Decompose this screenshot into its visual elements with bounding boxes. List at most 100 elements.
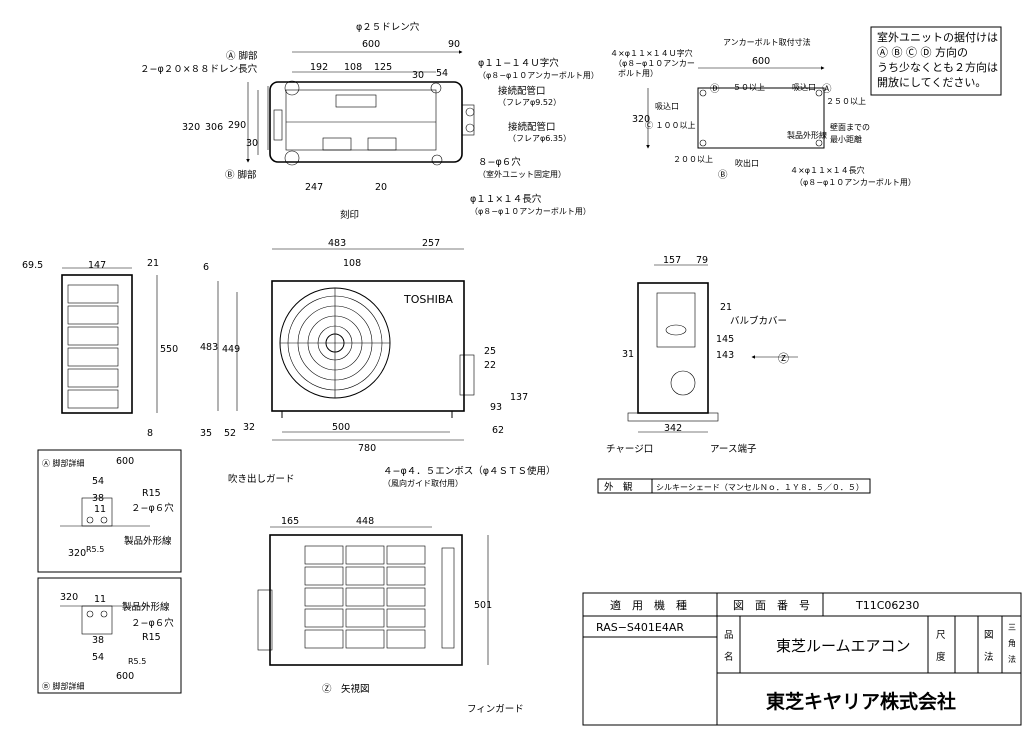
anchor-dir-d: Ⓓ <box>710 84 720 95</box>
label-earth: アース端子 <box>710 443 757 455</box>
label-pipe1: 接続配管口 <box>498 85 546 97</box>
dim-front-25: 25 <box>484 346 496 357</box>
detail-b-outline: 製品外形線 <box>122 601 170 613</box>
tb-name-header-2: 名 <box>724 651 734 663</box>
rear-view <box>257 526 489 666</box>
label-drain-long: ２−φ２０×８８ドレン長穴 <box>140 63 258 75</box>
detail-b-600: 600 <box>116 671 134 682</box>
label-hole6-sub: （室外ユニット固定用） <box>478 169 566 179</box>
detail-b-r15: R15 <box>142 632 161 643</box>
anchor-dir-a: Ⓐ <box>822 84 832 95</box>
dim-top-290: 290 <box>228 120 246 131</box>
tb-product-name: 東芝ルームエアコン <box>776 637 911 655</box>
tb-model-header: 適 用 機 種 <box>610 598 687 612</box>
dim-rear-165: 165 <box>281 516 299 527</box>
dim-rear-448: 448 <box>356 516 374 527</box>
label-pipe2-sub: （フレアφ6.35） <box>508 134 571 143</box>
dim-right-79: 79 <box>696 255 708 266</box>
dim-top-54: 54 <box>436 68 448 79</box>
tb-model: RAS−S401E4AR <box>596 621 684 634</box>
tb-drawing-number: T11C06230 <box>855 599 919 612</box>
detail-a-38: 38 <box>92 493 104 504</box>
label-pipe1-sub: （フレアφ9.52） <box>498 98 561 107</box>
exterior-spec <box>597 478 871 494</box>
detail-a-54: 54 <box>92 476 104 487</box>
anchor-outlet: 吹出口 <box>735 158 759 168</box>
detail-b-title: Ⓑ 脚部詳細 <box>42 681 85 691</box>
anchor-inlet1: 吸込口 <box>792 83 816 92</box>
dim-top-125: 125 <box>374 62 392 73</box>
anchor-dim-600: 600 <box>752 56 770 67</box>
detail-b-54: 54 <box>92 652 104 663</box>
anchor-dir-b: Ⓑ <box>718 170 728 181</box>
detail-b-r55: R5.5 <box>128 657 146 666</box>
dim-top-30b: 30 <box>246 138 258 149</box>
right-side-view <box>627 264 719 433</box>
dim-front-35: 35 <box>200 428 212 439</box>
exterior-value: シルキーシェード（マンセルＮｏ．１Ｙ８．５／０．５） <box>656 483 864 492</box>
front-brand: TOSHIBA <box>403 293 453 306</box>
anchor-title: アンカーボルト取付寸法 <box>723 37 811 47</box>
label-hole6: ８−φ６穴 <box>478 156 521 168</box>
anchor-long2: （φ８−φ１０アンカーボルト用） <box>795 178 916 187</box>
dim-top-108: 108 <box>344 62 362 73</box>
label-charge: チャージ口 <box>606 444 653 455</box>
installation-note-box: 室外ユニットの据付けは Ⓐ Ⓑ Ⓒ Ⓓ 方向の うち少なくとも２方向は 開放にし… <box>870 26 1002 96</box>
anchor-u3: ボルト用） <box>618 69 658 78</box>
detail-b-holes: ２−φ６穴 <box>131 617 174 629</box>
dim-left-147: 147 <box>88 260 106 271</box>
dim-front-108: 108 <box>343 258 361 269</box>
tb-third-1: 三 <box>1008 623 1016 632</box>
top-view <box>246 50 475 166</box>
label-z: Ⓩ <box>778 352 789 365</box>
dim-left-21: 21 <box>147 258 159 269</box>
dim-right-21: 21 <box>720 302 732 313</box>
dim-right-157: 157 <box>663 255 681 266</box>
dim-front-780: 780 <box>358 443 376 454</box>
detail-b-320: 320 <box>60 592 78 603</box>
anchor-c250: ２５０以上 <box>826 97 866 106</box>
dim-front-6: 6 <box>203 262 209 273</box>
label-u-hole-sub: （φ８−φ１０アンカーボルト用） <box>478 71 599 80</box>
tb-name-header-1: 品 <box>724 630 734 641</box>
dim-front-62: 62 <box>492 425 504 436</box>
dim-top-20: 20 <box>375 182 387 193</box>
dim-top-600: 600 <box>362 39 380 50</box>
label-stamp: 刻印 <box>340 209 359 221</box>
dim-front-449: 449 <box>222 344 240 355</box>
dim-right-143: 143 <box>716 350 734 361</box>
left-side-view <box>61 267 158 414</box>
tb-fig-1: 図 <box>984 630 994 641</box>
label-drain-hole: φ２５ドレン穴 <box>356 21 420 33</box>
label-front-emboss-sub: （風向ガイド取付用） <box>383 478 463 488</box>
label-pipe2: 接続配管口 <box>508 121 556 133</box>
note-line-1: 室外ユニットの据付けは <box>877 30 998 44</box>
dim-top-30a: 30 <box>412 70 424 81</box>
detail-a-holes: ２−φ６穴 <box>131 502 174 514</box>
anchor-c200: ２００以上 <box>673 155 713 164</box>
dim-top-320: 320 <box>182 122 200 133</box>
label-valve: バルブカバー <box>730 315 787 327</box>
dim-right-31: 31 <box>622 349 634 360</box>
dim-front-32: 32 <box>243 422 255 433</box>
label-u-hole: φ１１−１４Ｕ字穴 <box>478 57 559 69</box>
detail-a-600: 600 <box>116 456 134 467</box>
dim-front-137: 137 <box>510 392 528 403</box>
tb-scale-2: 度 <box>936 651 946 663</box>
dim-front-500: 500 <box>332 422 350 433</box>
note-line-3: うち少なくとも２方向は <box>877 60 998 74</box>
dim-left-69-5: 69.5 <box>22 260 43 271</box>
tb-third-2: 角 <box>1008 638 1016 648</box>
dim-top-90: 90 <box>448 39 460 50</box>
dim-rear-501: 501 <box>474 600 492 611</box>
tb-scale-1: 尺 <box>936 630 946 641</box>
label-long-hole-sub: （φ８−φ１０アンカーボルト用） <box>470 207 591 216</box>
anchor-outline: 製品外形線 <box>787 130 827 140</box>
anchor-u: ４×φ１１×１４Ｕ字穴 <box>610 48 693 58</box>
anchor-c100: Ⓒ １００以上 <box>645 121 696 130</box>
anchor-inlet2: 吸込口 <box>655 102 679 111</box>
detail-a-outline: 製品外形線 <box>124 535 172 547</box>
dim-left-8: 8 <box>147 428 153 439</box>
dim-top-192: 192 <box>310 62 328 73</box>
detail-a-r15: R15 <box>142 488 161 499</box>
